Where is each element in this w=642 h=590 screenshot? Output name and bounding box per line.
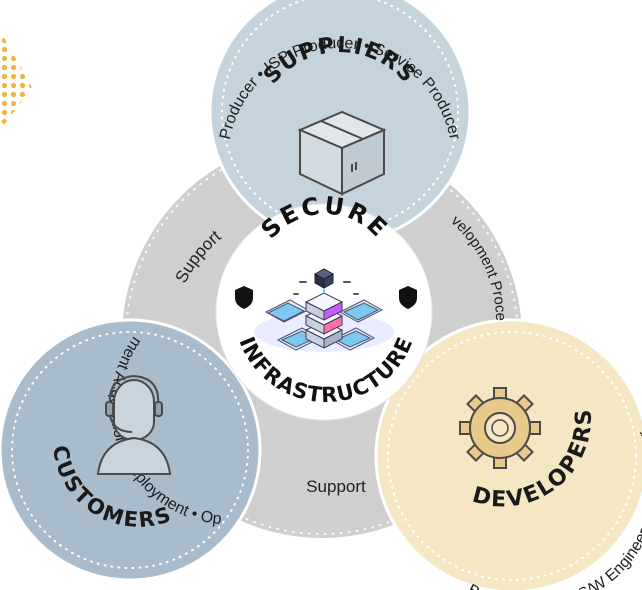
shield-icon xyxy=(399,286,417,309)
person-headset-icon xyxy=(96,374,172,475)
shield-icon xyxy=(235,286,253,309)
support-bottom-label: Support xyxy=(306,477,366,496)
secure-infrastructure-hub: SECURE INFRASTRUCTURE xyxy=(215,191,433,421)
developers-section: Build Engineer • S/W Engineer • QA Engin… xyxy=(374,318,642,590)
suppliers-section: Producer • ISP Producer • Service Produc… xyxy=(208,0,472,244)
decorative-dot-diamond xyxy=(0,30,32,130)
box-icon xyxy=(297,110,387,196)
gear-icon xyxy=(459,387,541,469)
server-stack-icon xyxy=(254,268,394,352)
